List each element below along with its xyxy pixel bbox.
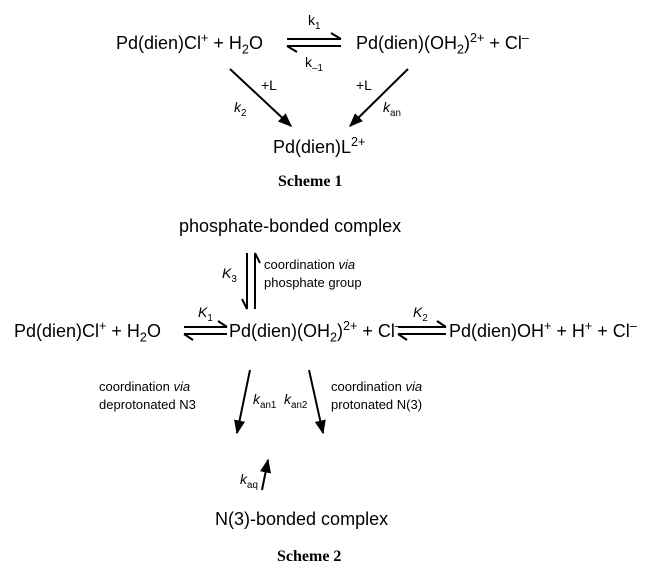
scheme1-kminus1-label: k–1 [305, 54, 323, 74]
scheme2-coord-n3-line1: coordination via [99, 379, 191, 394]
scheme2-kan1-arrow [234, 369, 251, 435]
scheme2-kan2-label: kan2 [284, 391, 308, 411]
scheme2-k1-arrow [183, 320, 228, 341]
scheme1-right-products: Pd(dien)(OH2)2+ + Cl– [356, 31, 529, 57]
scheme2-left-reactants: Pd(dien)Cl+ + H2O [14, 319, 161, 345]
scheme1-caption: Scheme 1 [278, 173, 343, 190]
scheme2-caption: Scheme 2 [277, 548, 342, 565]
scheme1-kan-label: kan [383, 99, 401, 119]
scheme1-k1-label: k1 [308, 12, 321, 32]
scheme2-kan2-arrow [308, 369, 326, 435]
scheme2-bottom-complex: N(3)-bonded complex [215, 509, 389, 529]
scheme1-kan-arrow [349, 68, 409, 127]
scheme1-left-reactants: Pd(dien)Cl+ + H2O [116, 31, 263, 57]
scheme2-middle-species: Pd(dien)(OH2)2+ + Cl– [229, 319, 402, 345]
scheme2-k3-arrow [241, 252, 261, 310]
scheme2-K2-label: K2 [413, 304, 428, 324]
scheme2-coord-pn3-line2: protonated N(3) [331, 397, 423, 412]
scheme1-k2-label: k2 [234, 99, 247, 119]
scheme1-product: Pd(dien)L2+ [273, 135, 366, 157]
scheme1-plusL-right: +L [356, 77, 372, 93]
scheme2-kaq-label: kaq [240, 471, 258, 491]
scheme2-coord-phosphate-line2: phosphate group [264, 275, 362, 290]
scheme2-right-species: Pd(dien)OH+ + H+ + Cl– [449, 319, 637, 341]
scheme2-kaq-arrow [260, 458, 272, 491]
scheme2-coord-n3-line2: deprotonated N3 [99, 397, 196, 412]
scheme1-k2-arrow [229, 68, 293, 127]
scheme2-K1-label: K1 [198, 304, 213, 324]
scheme2-K3-label: K3 [222, 265, 237, 285]
scheme1-equilibrium-arrow [286, 32, 342, 53]
scheme2-k2-arrow [397, 320, 447, 341]
scheme1-plusL-left: +L [261, 77, 277, 93]
scheme2-kan1-label: kan1 [253, 391, 277, 411]
scheme2-coord-phosphate-line1: coordination via [264, 257, 356, 272]
scheme2-top-complex: phosphate-bonded complex [179, 216, 402, 236]
scheme2-coord-pn3-line1: coordination via [331, 379, 423, 394]
